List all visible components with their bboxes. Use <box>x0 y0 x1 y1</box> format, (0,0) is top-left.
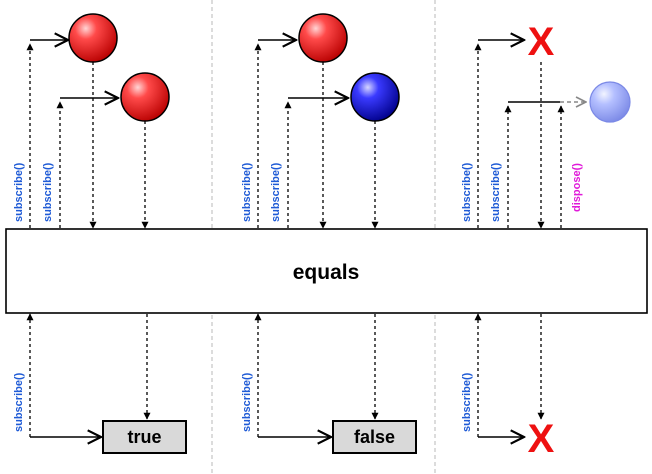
panel-2: subscribe() subscribe() subscribe() fals… <box>241 13 417 454</box>
operator-box <box>5 228 648 314</box>
result-label: false <box>354 427 395 447</box>
subscribe-label: subscribe() <box>461 162 473 222</box>
red-ball-icon <box>120 72 170 122</box>
subscribe-label: subscribe() <box>42 162 54 222</box>
faded-ball-icon <box>589 81 631 123</box>
panel-1: subscribe() subscribe() subscribe() true <box>13 13 187 454</box>
subscribe-label: subscribe() <box>490 162 502 222</box>
error-x-icon: X <box>528 417 555 461</box>
result-box <box>332 420 417 454</box>
red-ball-icon <box>298 13 348 63</box>
subscribe-label: subscribe() <box>13 372 25 432</box>
subscribe-label: subscribe() <box>270 162 282 222</box>
dispose-label: dispose() <box>571 163 583 212</box>
red-ball-icon <box>68 13 118 63</box>
subscribe-label: subscribe() <box>241 372 253 432</box>
operator-label: equals <box>293 261 360 284</box>
panel-3: X subscribe() subscribe() dispose() subs… <box>461 20 631 461</box>
subscribe-label: subscribe() <box>241 162 253 222</box>
subscribe-label: subscribe() <box>461 372 473 432</box>
result-label: true <box>127 427 161 447</box>
error-x-icon: X <box>528 20 555 64</box>
result-box <box>102 420 187 454</box>
blue-ball-icon <box>350 72 400 122</box>
subscribe-label: subscribe() <box>13 162 25 222</box>
